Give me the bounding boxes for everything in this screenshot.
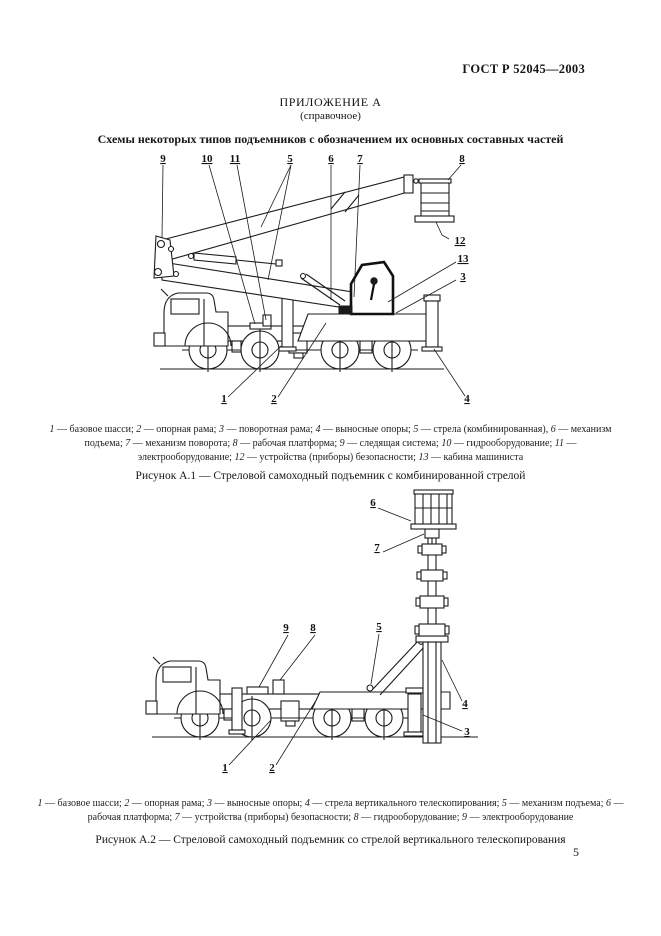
hydraulics-box xyxy=(272,679,285,695)
operator-figure xyxy=(370,277,378,285)
legend-item: 7 — механизм поворота; xyxy=(125,438,231,449)
legend-item: 5 — стрела (комбинированная), xyxy=(413,424,549,435)
telescopic-mast xyxy=(414,538,450,744)
legend-item: 2 — опорная рама; xyxy=(124,798,205,809)
appendix-title: ПРИЛОЖЕНИЕ А xyxy=(279,95,382,109)
callout-label: 11 xyxy=(230,153,240,165)
callout-label: 6 xyxy=(328,153,334,165)
callout-label: 1 xyxy=(222,762,228,774)
legend-item: 10 — гидрооборудование; xyxy=(441,438,553,449)
callout-label: 6 xyxy=(370,497,376,509)
boom-head xyxy=(403,174,414,194)
figure-a2-caption: Рисунок А.2 — Стреловой самоходный подъе… xyxy=(95,834,566,846)
callout-label: 2 xyxy=(271,393,277,405)
legend-item: 7 — устройства (приборы) безопасности; xyxy=(174,812,352,823)
operator-cabin xyxy=(349,260,395,316)
page-number: 5 xyxy=(573,845,579,859)
work-platform-basket xyxy=(410,489,457,530)
callout-label: 7 xyxy=(357,153,363,165)
mast-collar xyxy=(415,595,449,609)
callout-label: 8 xyxy=(459,153,465,165)
luffing-cylinder xyxy=(299,272,346,306)
front-outrigger xyxy=(228,687,246,735)
legend-item: 4 — выносные опоры; xyxy=(315,424,411,435)
legend-item: 3 — поворотная рама; xyxy=(218,424,313,435)
work-platform-basket xyxy=(413,178,455,223)
legend-item: 9 — следящая система; xyxy=(339,438,439,449)
section-title: Схемы некоторых типов подъемников с обоз… xyxy=(97,132,564,146)
legend-item: 2 — опорная рама; xyxy=(136,424,217,435)
legend-item: 9 — электрооборудование xyxy=(462,812,574,823)
callout-leaders xyxy=(228,507,463,766)
callout-label: 13 xyxy=(458,253,470,265)
legend-item: 1 — базовое шасси; xyxy=(49,424,134,435)
figure-a2-legend: 1 — базовое шасси; 2 — опорная рама; 3 —… xyxy=(30,797,631,825)
callout-label: 2 xyxy=(269,762,275,774)
legend-item: 6 — рабочая платформа; xyxy=(87,798,624,823)
figure-a1-drawing: 9 10 11 5 6 7 8 12 13 3 1 2 4 xyxy=(153,153,470,405)
mast-flange xyxy=(415,635,449,643)
callout-label: 8 xyxy=(310,622,316,634)
slew-mechanism xyxy=(338,305,353,315)
upper-telescopic-boom xyxy=(161,174,414,263)
mast-collar xyxy=(416,569,448,582)
mast-collar xyxy=(414,623,450,637)
hydraulics-box xyxy=(262,314,272,327)
legend-item: 12 — устройства (приборы) безопасности; xyxy=(234,452,416,463)
callout-label: 3 xyxy=(460,271,466,283)
callout-label: 12 xyxy=(455,235,467,247)
callout-label: 9 xyxy=(160,153,166,165)
standard-number: ГОСТ Р 52045—2003 xyxy=(462,62,585,76)
legend-item: 8 — рабочая платформа; xyxy=(232,438,338,449)
callout-label: 4 xyxy=(464,393,470,405)
callout-leaders xyxy=(161,164,466,398)
figure-a2-drawing: 6 7 9 8 5 4 3 1 2 xyxy=(145,489,478,774)
lift-cylinder xyxy=(187,252,283,267)
callout-label: 5 xyxy=(376,621,382,633)
legend-item: 11 — электрооборудование; xyxy=(137,438,577,463)
appendix-subtitle: (справочное) xyxy=(300,110,361,122)
rear-outrigger xyxy=(421,294,443,352)
figure-a1-caption: Рисунок А.1 — Стреловой самоходный подъе… xyxy=(135,470,526,482)
callout-label: 4 xyxy=(462,698,468,710)
legend-item: 3 — выносные опоры; xyxy=(206,798,303,809)
figure-a1-legend: 1 — базовое шасси; 2 — опорная рама; 3 —… xyxy=(40,423,621,465)
turntable-deck xyxy=(297,313,432,342)
legend-item: 6 — механизм подъема; xyxy=(84,424,612,449)
legend-item: 8 — гидрооборудование; xyxy=(353,812,460,823)
boom-pivot-bracket xyxy=(153,235,180,279)
callout-label: 3 xyxy=(464,726,470,738)
legend-item: 1 — базовое шасси; xyxy=(37,798,122,809)
callout-label: 1 xyxy=(221,393,227,405)
mast-collar xyxy=(417,543,447,556)
callout-label: 9 xyxy=(283,622,289,634)
lifting-mechanism-brace xyxy=(366,639,426,696)
legend-item: 5 — механизм подъема; xyxy=(501,798,604,809)
callout-label: 10 xyxy=(202,153,214,165)
callout-label: 5 xyxy=(287,153,293,165)
legend-item: 4 — стрела вертикального телескопировани… xyxy=(304,798,500,809)
legend-item: 13 — кабина машиниста xyxy=(418,452,524,463)
callout-label: 7 xyxy=(374,542,380,554)
electrics-box xyxy=(246,686,269,695)
